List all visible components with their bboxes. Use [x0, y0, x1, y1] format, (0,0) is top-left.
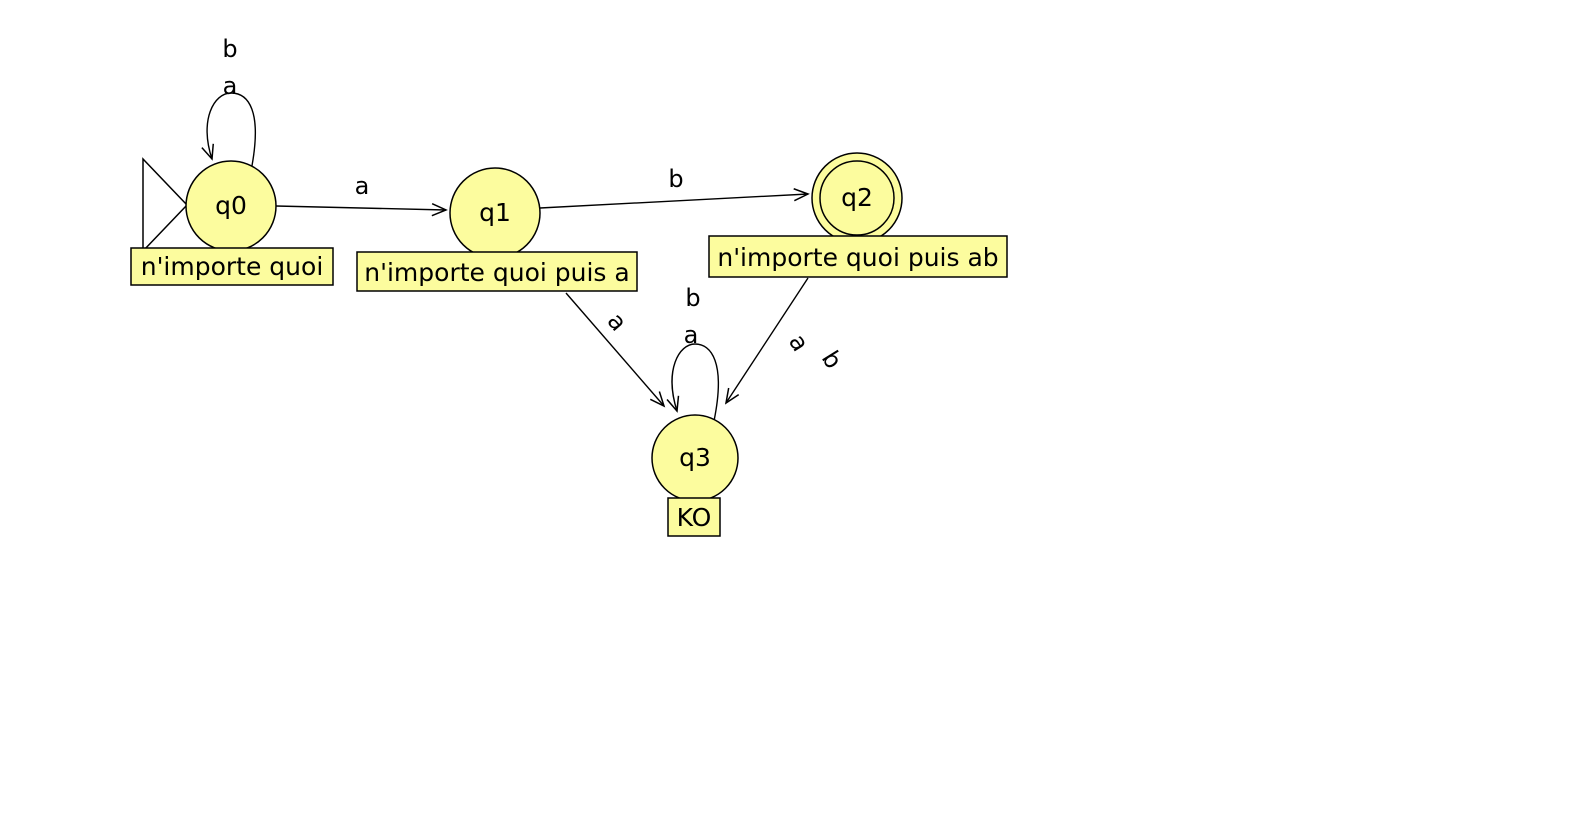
- transition-q2-q3-label-a: a: [783, 329, 815, 356]
- transition-q0-q1-label: a: [355, 172, 370, 200]
- transition-q1-q2: b: [539, 165, 810, 209]
- transition-q0-loop-label-a: a: [223, 72, 238, 100]
- annotation-q1-box: [356, 251, 638, 292]
- state-q1-label: q1: [479, 198, 511, 227]
- annotation-q0: n'importe quoi: [130, 247, 334, 286]
- annotation-q3-box: [667, 497, 721, 537]
- state-q3-label: q3: [679, 443, 711, 472]
- annotation-q2-box: [708, 235, 1008, 278]
- transition-q2-q3-label-b: b: [816, 346, 848, 374]
- annotation-q0-box: [130, 247, 334, 286]
- transition-q3-loop-label-b: b: [685, 284, 700, 312]
- transition-q0-loop-label-b: b: [222, 35, 237, 63]
- annotation-q1: n'importe quoi puis a: [356, 251, 638, 292]
- transition-q0-loop: b a: [201, 35, 257, 172]
- transition-q0-q1: a: [275, 172, 448, 217]
- state-q2-label: q2: [841, 183, 873, 212]
- state-q2-inner-circle: [819, 160, 895, 236]
- annotation-q1-label: n'importe quoi puis a: [364, 258, 629, 287]
- state-q0-label: q0: [215, 191, 247, 220]
- transition-q1-q2-label: b: [668, 165, 683, 193]
- transition-q3-loop-label-a: a: [684, 321, 699, 349]
- annotation-q2: n'importe quoi puis ab: [708, 235, 1008, 278]
- transition-q1-q3-label: a: [602, 307, 633, 336]
- transition-q3-loop: b a: [666, 284, 719, 422]
- annotation-q3: KO: [667, 497, 721, 537]
- transition-q2-q3: a b: [724, 277, 848, 405]
- annotation-q0-label: n'importe quoi: [141, 252, 324, 281]
- initial-state-arrow: [142, 157, 189, 253]
- annotation-q2-label: n'importe quoi puis ab: [717, 243, 998, 272]
- transition-q1-q3: a: [565, 292, 666, 408]
- annotation-q3-label: KO: [677, 503, 712, 532]
